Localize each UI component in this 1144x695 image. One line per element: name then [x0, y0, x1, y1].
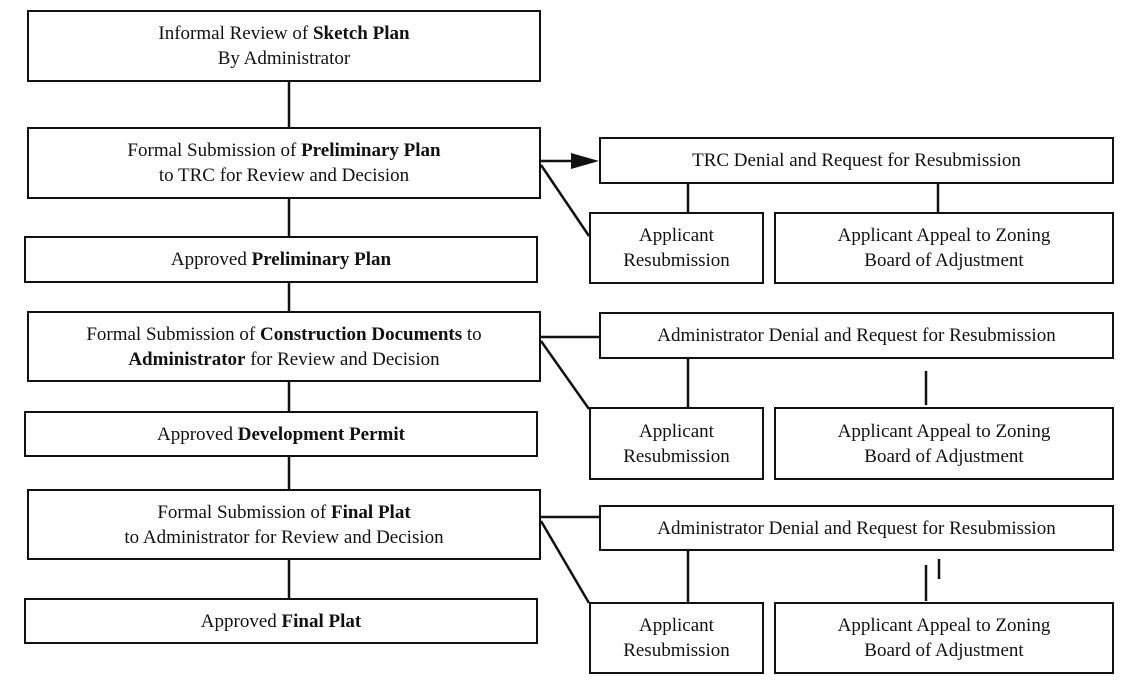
box-branch1-denial-label: TRC Denial and Request for Resubmission — [692, 150, 1021, 171]
box-construction-documents-submission: Formal Submission of Construction Docume… — [27, 311, 541, 382]
connector-branch3-diagonal — [539, 520, 591, 604]
box-branch1-resubmission-line1: Applicant — [639, 225, 714, 246]
box-branch1-resubmission-line2: Resubmission — [623, 250, 730, 271]
box-branch3-resubmission-line2: Resubmission — [623, 640, 730, 661]
box-branch2-appeal-line1: Applicant Appeal to Zoning — [837, 420, 1051, 442]
box-final-plat-submission-line1: Formal Submission of Final Plat — [157, 501, 411, 523]
box-approved-final-plat: Approved Final Plat — [24, 598, 538, 644]
box-approved-final-plat-line1: Approved Final Plat — [200, 610, 362, 632]
box-final-plat-submission-line2: to Administrator for Review and Decision — [124, 526, 444, 548]
box-branch2-appeal-line2: Board of Adjustment — [864, 445, 1024, 467]
box-branch2-denial-label: Administrator Denial and Request for Res… — [657, 325, 1056, 346]
box-branch1-appeal-line1: Applicant Appeal to Zoning — [837, 225, 1051, 246]
box-approved-development-permit: Approved Development Permit — [24, 411, 538, 457]
box-final-plat-submission: Formal Submission of Final Plat to Admin… — [27, 489, 541, 560]
box-branch3-appeal-line2: Board of Adjustment — [864, 640, 1024, 661]
box-branch3-resubmission-line1: Applicant — [639, 615, 714, 636]
box-branch1-denial: TRC Denial and Request for Resubmission — [599, 137, 1114, 184]
box-branch1-appeal: Applicant Appeal to Zoning Board of Adju… — [774, 212, 1114, 284]
box-branch3-appeal-line1: Applicant Appeal to Zoning — [837, 615, 1051, 636]
box-construction-documents-submission-line2: Administrator for Review and Decision — [128, 348, 440, 370]
box-approved-preliminary-plan: Approved Preliminary Plan — [24, 236, 538, 283]
box-approved-preliminary-plan-line1: Approved Preliminary Plan — [170, 249, 392, 270]
box-branch2-appeal: Applicant Appeal to Zoning Board of Adju… — [774, 407, 1114, 480]
box-sketch-plan-review-line2: By Administrator — [217, 48, 351, 69]
box-preliminary-plan-submission: Formal Submission of Preliminary Plan to… — [27, 127, 541, 199]
arrowhead-icon — [571, 153, 599, 169]
box-construction-documents-submission-line1: Formal Submission of Construction Docume… — [86, 323, 482, 345]
box-preliminary-plan-submission-line1: Formal Submission of Preliminary Plan — [127, 140, 441, 161]
box-branch1-resubmission: Applicant Resubmission — [589, 212, 764, 284]
box-preliminary-plan-submission-line2: to TRC for Review and Decision — [158, 165, 410, 186]
box-branch3-denial-label: Administrator Denial and Request for Res… — [657, 517, 1056, 539]
box-branch3-appeal: Applicant Appeal to Zoning Board of Adju… — [774, 602, 1114, 674]
box-approved-development-permit-line1: Approved Development Permit — [157, 423, 405, 445]
box-branch1-appeal-line2: Board of Adjustment — [864, 250, 1024, 271]
box-branch3-denial: Administrator Denial and Request for Res… — [599, 505, 1114, 551]
box-sketch-plan-review: Informal Review of Sketch Plan By Admini… — [27, 10, 541, 82]
box-branch2-resubmission: Applicant Resubmission — [589, 407, 764, 480]
connector-branch2-diagonal — [539, 340, 591, 410]
box-sketch-plan-review-line1: Informal Review of Sketch Plan — [158, 23, 410, 44]
box-branch2-denial: Administrator Denial and Request for Res… — [599, 312, 1114, 359]
connector-branch1-diagonal — [539, 164, 591, 237]
box-branch3-resubmission: Applicant Resubmission — [589, 602, 764, 674]
box-branch2-resubmission-line1: Applicant — [639, 420, 714, 442]
box-branch2-resubmission-line2: Resubmission — [623, 445, 730, 467]
